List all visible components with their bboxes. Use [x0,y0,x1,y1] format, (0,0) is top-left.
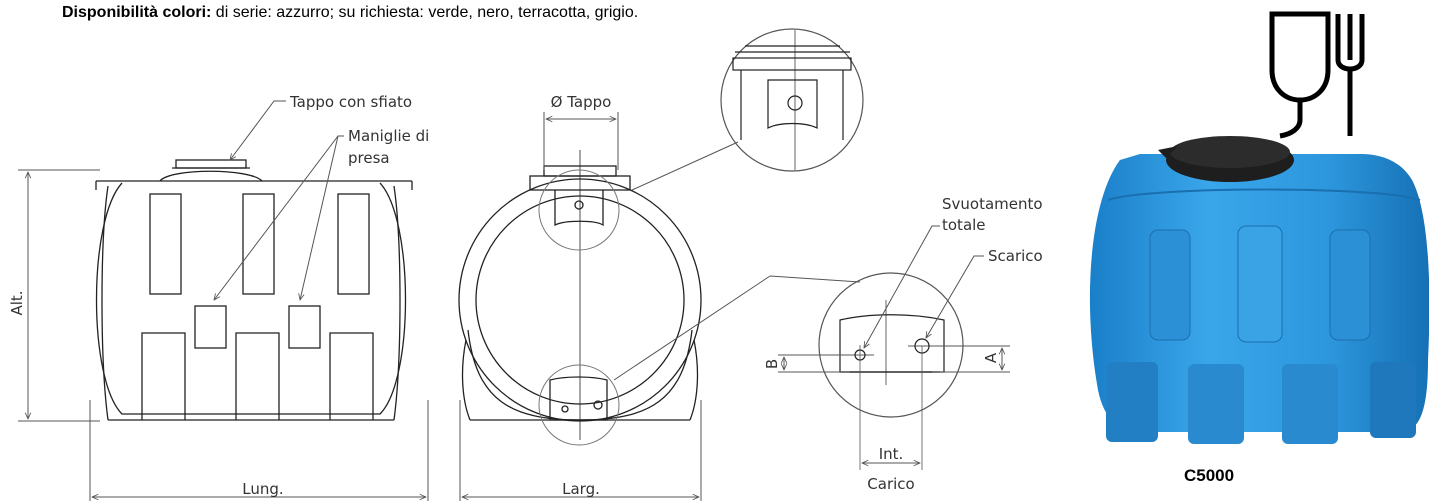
full-drain-label-line1: Svuotamento [942,195,1043,213]
b-label: B [763,359,781,369]
vent-cap-label: Tappo con sfiato [289,93,412,111]
a-label: A [982,352,1000,363]
drain-label: Scarico [988,247,1043,265]
handles-label-line1: Maniglie di [348,127,429,145]
detail-bottom-outlet [613,272,964,470]
side-view [458,150,702,446]
handles-label-line2: presa [348,149,390,167]
detail-leaders [864,225,984,348]
length-label: Lung. [242,480,283,498]
color-availability-label: Disponibilità colori: [62,4,212,21]
inlet-label: Carico [867,475,914,493]
cap-diameter-label: Ø Tappo [551,93,612,111]
detail-top-cap [631,28,864,191]
front-leaders [214,100,344,300]
food-safe-glass-fork-icon [1269,11,1365,139]
int-label: Int. [879,445,904,463]
dimension-a [932,345,1010,373]
color-availability-values: di serie: azzurro; su richiesta: verde, … [211,4,639,21]
dimension-height [18,169,100,422]
height-label: Alt. [8,290,26,315]
dimension-cap-diameter [543,112,619,170]
dimension-width [459,400,702,501]
full-drain-label-line2: totale [942,216,986,234]
dimension-length [89,400,429,501]
tank-product-image [1089,136,1429,444]
color-availability-text: Disponibilità colori: di serie: azzurro;… [62,4,638,22]
width-label: Larg. [562,480,600,498]
product-model-label: C5000 [1184,466,1235,485]
dimension-b [778,354,850,373]
front-view [95,159,413,421]
